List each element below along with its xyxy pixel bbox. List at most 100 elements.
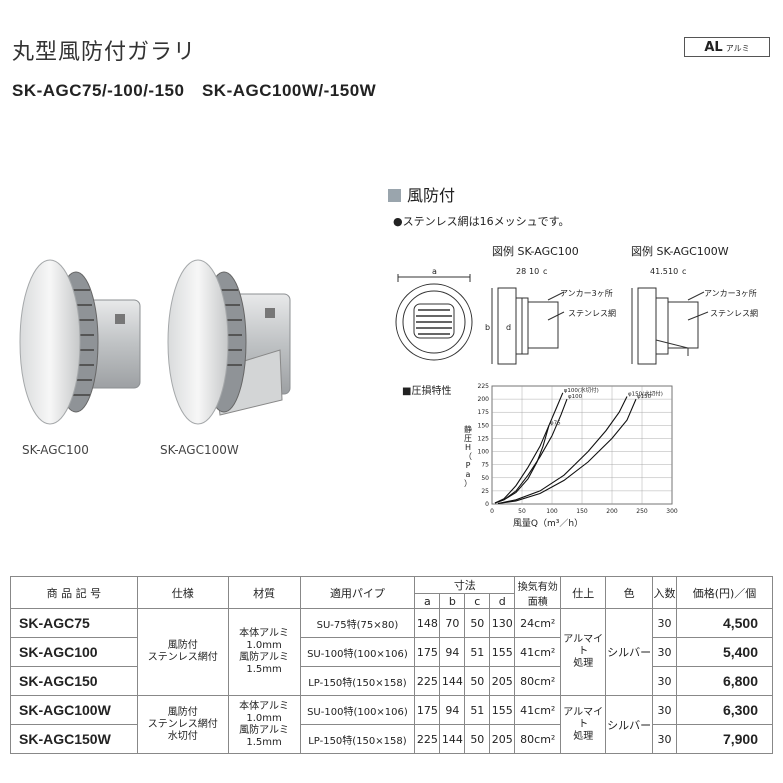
chart-y-label-char: H — [465, 443, 471, 452]
chart-series-line — [494, 392, 564, 504]
section-heading: 風防付 — [388, 182, 455, 206]
th-c: c — [464, 593, 491, 609]
b-cell: 94 — [439, 695, 466, 725]
header-row: 商 品 記 号 仕様 材質 適用パイプ 寸法 換気有効面積 仕上 色 入数 価格… — [10, 576, 773, 609]
front-view-drawing — [395, 274, 473, 361]
price-cell: 6,800 — [676, 666, 773, 696]
a-cell: 175 — [414, 695, 441, 725]
section-heading-text: 風防付 — [407, 186, 456, 205]
product-photos — [19, 259, 291, 425]
chart-x-tick: 50 — [518, 508, 526, 515]
th-area: 換気有効面積 — [514, 576, 562, 609]
area-cell: 41cm² — [514, 637, 562, 667]
chart-y-label-char: a — [466, 470, 471, 479]
model-cell: SK-AGC100 — [10, 637, 138, 667]
chart-series-label: φ100 — [568, 394, 583, 400]
chart-series-line — [497, 398, 637, 505]
chart-x-tick: 0 — [490, 508, 494, 515]
table-row: SK-AGC150W LP-150特(150×158) 225 144 50 2… — [10, 724, 773, 754]
chart-x-tick: 200 — [606, 508, 618, 515]
th-dims: 寸法 — [414, 576, 516, 594]
photo-caption-left: SK-AGC100 — [22, 443, 89, 457]
price-cell: 6,300 — [676, 695, 773, 725]
th-finish: 仕上 — [560, 576, 607, 609]
spec-table: 商 品 記 号 仕様 材質 適用パイプ 寸法 換気有効面積 仕上 色 入数 価格… — [10, 576, 773, 754]
th-d: d — [489, 593, 516, 609]
c-cell: 50 — [464, 666, 491, 696]
model-cell: SK-AGC150 — [10, 666, 138, 696]
a-cell: 225 — [414, 724, 441, 754]
a-cell: 175 — [414, 637, 441, 667]
d-cell: 130 — [489, 608, 516, 638]
table-row: SK-AGC100W 風防付 ステンレス網付 水切付 本体アルミ 1.0mm 風… — [10, 695, 773, 754]
dim-b-left: b — [485, 323, 490, 332]
a-cell: 225 — [414, 666, 441, 696]
model-numbers: SK-AGC75/-100/-150 SK-AGC100W/-150W — [12, 81, 377, 100]
chart-y-tick: 200 — [478, 396, 490, 403]
th-qty: 入数 — [652, 576, 678, 609]
material-cell: 本体アルミ 1.0mm 風防アルミ 1.5mm — [227, 608, 301, 696]
finish-cell: アルマイト 処理 — [560, 608, 607, 696]
header-sub-row: a b c d — [11, 593, 773, 609]
chart-series-label: φ150(水切付) — [628, 389, 663, 397]
chart-y-tick: 50 — [481, 475, 489, 482]
spec-cell: 風防付 ステンレス網付 — [136, 608, 229, 696]
qty-cell: 30 — [652, 724, 678, 754]
chart-series-labels: φ75 φ100(水切付)φ100 φ150(水切付)φ150 — [550, 386, 663, 427]
chart-x-label: 風量Q（m³／h） — [513, 518, 583, 529]
qty-cell: 30 — [652, 695, 678, 725]
mesh-label-right: ステンレス網 — [710, 308, 758, 318]
section-square-icon — [388, 189, 401, 202]
price-cell: 5,400 — [676, 637, 773, 667]
material-cell: 本体アルミ 1.0mm 風防アルミ 1.5mm — [227, 695, 301, 754]
c-cell: 50 — [464, 608, 491, 638]
chart-lines — [494, 392, 637, 505]
th-spec: 仕様 — [136, 576, 229, 609]
chart-series-label: φ75 — [550, 420, 561, 426]
d-cell: 155 — [489, 637, 516, 667]
dim-c-right: c — [682, 267, 686, 276]
area-cell: 80cm² — [514, 666, 562, 696]
pipe-cell: LP-150特(150×158) — [299, 666, 416, 696]
chart-y-label-char: 圧 — [464, 434, 472, 443]
chart-x-tick: 150 — [576, 508, 588, 515]
th-b: b — [439, 593, 466, 609]
dim-d-left: d — [506, 323, 511, 332]
c-cell: 51 — [464, 695, 491, 725]
b-cell: 94 — [439, 637, 466, 667]
page-title: 丸型風防付ガラリ — [12, 40, 197, 65]
dim-a-label: a — [432, 267, 437, 276]
d-cell: 205 — [489, 666, 516, 696]
pipe-cell: LP-150特(150×158) — [299, 724, 416, 754]
b-cell: 70 — [439, 608, 466, 638]
badge-sub: アルミ — [725, 44, 750, 53]
chart-y-label-char: （ — [464, 452, 472, 461]
d-cell: 155 — [489, 695, 516, 725]
chart-series-label: φ100(水切付) — [564, 386, 599, 394]
area-cell: 24cm² — [514, 608, 562, 638]
d-cell: 205 — [489, 724, 516, 754]
chart-series-line — [494, 398, 568, 504]
th-price: 価格(円)／個 — [676, 576, 773, 609]
c-cell: 51 — [464, 637, 491, 667]
chart-y-label-char: P — [466, 461, 471, 470]
dim-right-top: 41.5 — [650, 267, 668, 276]
b-cell: 144 — [439, 666, 466, 696]
area-cell: 80cm² — [514, 724, 562, 754]
th-a: a — [414, 593, 441, 609]
chart-series-label: φ150 — [637, 394, 652, 400]
figure-caption-right: 図例 SK-AGC100W — [631, 245, 729, 258]
product-agc100w-photo — [167, 259, 291, 425]
product-agc100-photo — [19, 259, 141, 425]
dim-c-left: c — [543, 267, 547, 276]
side-view-agc100w — [631, 287, 699, 365]
chart-y-label-char: 静 — [464, 424, 472, 434]
th-color: 色 — [605, 576, 654, 609]
dim-left-top: 28 — [516, 267, 526, 276]
chart-y-tick: 125 — [478, 435, 490, 442]
qty-cell: 30 — [652, 666, 678, 696]
model-cell: SK-AGC100W — [10, 695, 138, 725]
